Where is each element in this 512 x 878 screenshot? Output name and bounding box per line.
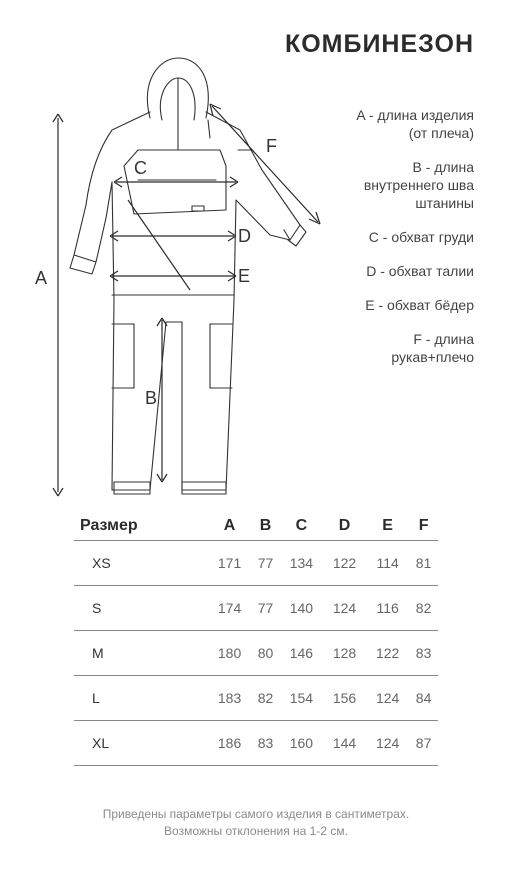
value-cell: 186 bbox=[208, 720, 252, 766]
measurement-legend: A - длина изделия (от плеча) B - длина в… bbox=[274, 106, 474, 382]
value-cell: 134 bbox=[279, 540, 323, 586]
value-cell: 160 bbox=[279, 720, 323, 766]
value-cell: 81 bbox=[409, 540, 438, 586]
value-cell: 80 bbox=[251, 630, 280, 676]
header-c: C bbox=[279, 512, 323, 541]
table-row: L 183 82 154 156 124 84 bbox=[74, 675, 438, 721]
value-cell: 77 bbox=[251, 540, 280, 586]
size-cell: M bbox=[74, 630, 208, 676]
value-cell: 124 bbox=[366, 720, 410, 766]
label-f: F bbox=[266, 136, 277, 156]
value-cell: 77 bbox=[251, 585, 280, 631]
value-cell: 114 bbox=[366, 540, 410, 586]
value-cell: 180 bbox=[208, 630, 252, 676]
label-d: D bbox=[238, 226, 251, 246]
header-e: E bbox=[366, 512, 410, 541]
value-cell: 171 bbox=[208, 540, 252, 586]
value-cell: 83 bbox=[409, 630, 438, 676]
value-cell: 87 bbox=[409, 720, 438, 766]
header-b: B bbox=[251, 512, 280, 541]
value-cell: 174 bbox=[208, 585, 252, 631]
right-leg-pocket bbox=[209, 323, 233, 389]
value-cell: 122 bbox=[366, 630, 410, 676]
table-row: XS 171 77 134 122 114 81 bbox=[74, 540, 438, 586]
size-cell: XL bbox=[74, 720, 208, 766]
size-cell: S bbox=[74, 585, 208, 631]
body-outline bbox=[73, 111, 301, 491]
header-a: A bbox=[208, 512, 252, 541]
value-cell: 82 bbox=[409, 585, 438, 631]
value-cell: 82 bbox=[251, 675, 280, 721]
value-cell: 124 bbox=[322, 585, 367, 631]
header-d: D bbox=[322, 512, 367, 541]
table-row: M 180 80 146 128 122 83 bbox=[74, 630, 438, 676]
table-row: S 174 77 140 124 116 82 bbox=[74, 585, 438, 631]
header-size: Размер bbox=[74, 512, 208, 541]
value-cell: 154 bbox=[279, 675, 323, 721]
value-cell: 156 bbox=[322, 675, 367, 721]
legend-item-c: C - обхват груди bbox=[368, 229, 474, 245]
label-b: B bbox=[145, 388, 158, 408]
legend-item-b: B - длина внутреннего шва штанины bbox=[363, 159, 474, 211]
label-a: A bbox=[35, 268, 48, 288]
value-cell: 128 bbox=[322, 630, 367, 676]
value-cell: 83 bbox=[251, 720, 280, 766]
value-cell: 122 bbox=[322, 540, 367, 586]
label-e: E bbox=[238, 266, 251, 286]
size-cell: XS bbox=[74, 540, 208, 586]
kangaroo-pocket bbox=[123, 149, 227, 215]
value-cell: 124 bbox=[366, 675, 410, 721]
table-header-row: Размер A B C D E F bbox=[74, 512, 438, 541]
left-leg-pocket bbox=[111, 323, 135, 389]
table-row: XL 186 83 160 144 124 87 bbox=[74, 720, 438, 766]
dim-line-f bbox=[211, 105, 319, 223]
legend-item-f: F - длина рукав+плечо bbox=[391, 331, 474, 365]
value-cell: 84 bbox=[409, 675, 438, 721]
legend-item-a: A - длина изделия (от плеча) bbox=[356, 107, 474, 141]
label-c: C bbox=[134, 158, 147, 178]
value-cell: 116 bbox=[366, 585, 410, 631]
value-cell: 183 bbox=[208, 675, 252, 721]
jumpsuit-diagram bbox=[52, 57, 321, 497]
footnote: Приведены параметры самого изделия в сан… bbox=[102, 807, 410, 838]
hood-outline bbox=[146, 57, 209, 119]
value-cell: 146 bbox=[279, 630, 323, 676]
page-title: КОМБИНЕЗОН bbox=[284, 30, 474, 58]
legend-item-e: E - обхват бёдер bbox=[365, 297, 474, 313]
value-cell: 144 bbox=[322, 720, 367, 766]
header-f: F bbox=[409, 512, 438, 541]
size-table: Размер A B C D E F XS 171 77 134 122 114… bbox=[74, 512, 438, 766]
value-cell: 140 bbox=[279, 585, 323, 631]
legend-item-d: D - обхват талии bbox=[366, 263, 474, 279]
size-cell: L bbox=[74, 675, 208, 721]
